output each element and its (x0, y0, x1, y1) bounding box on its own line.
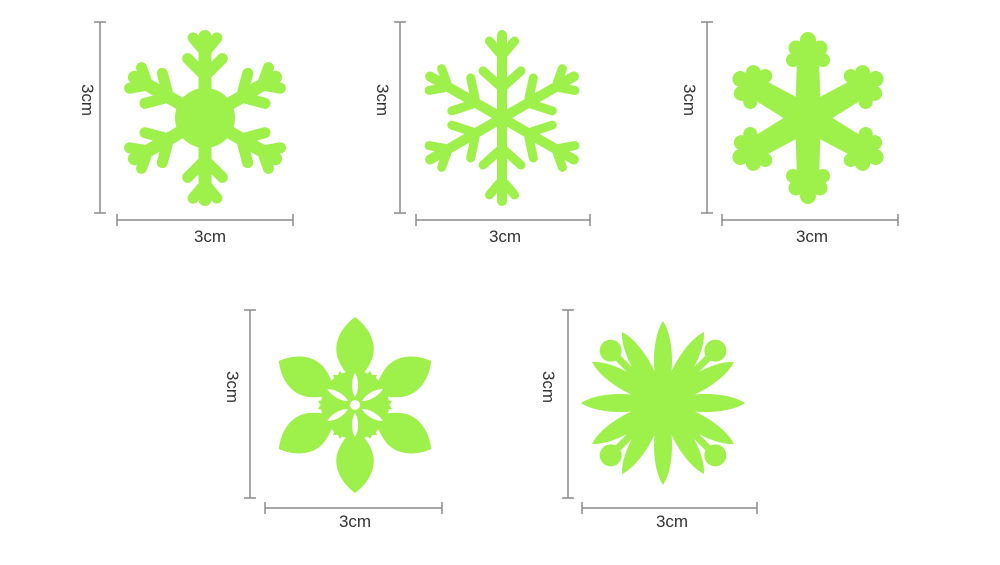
height-ruler-2 (394, 21, 406, 214)
height-label-3: 3cm (680, 84, 699, 116)
width-ruler-2 (415, 214, 591, 226)
snowflake-shape-3 (722, 32, 894, 204)
snowflake-cutout-4 (315, 368, 395, 442)
height-label-5: 3cm (539, 371, 558, 403)
snowflake-item-3: 3cm 3cm (680, 21, 899, 246)
snowflake-shape-1 (116, 30, 294, 206)
snowflake-item-5: 3cm 3cm (539, 309, 758, 531)
height-label-1: 3cm (78, 84, 97, 116)
width-label-2: 3cm (489, 227, 521, 246)
width-ruler-5 (581, 502, 758, 514)
height-ruler-3 (701, 21, 713, 214)
width-label-1: 3cm (194, 227, 226, 246)
width-label-5: 3cm (656, 512, 688, 531)
width-label-4: 3cm (339, 512, 371, 531)
height-label-4: 3cm (223, 371, 242, 403)
height-ruler-5 (562, 309, 574, 499)
height-label-2: 3cm (373, 84, 392, 116)
width-ruler-3 (721, 214, 899, 226)
width-ruler-4 (264, 502, 443, 514)
snowflake-shape-5 (581, 321, 745, 485)
snowflake-item-2: 3cm 3cm (373, 21, 591, 246)
width-label-3: 3cm (796, 227, 828, 246)
snowflake-shape-2 (413, 30, 591, 206)
snowflake-item-1: 3cm 3cm (78, 21, 294, 246)
height-ruler-4 (244, 309, 256, 499)
snowflake-item-4: 3cm 3cm (223, 309, 443, 531)
height-ruler-1 (94, 21, 106, 214)
width-ruler-1 (116, 214, 294, 226)
